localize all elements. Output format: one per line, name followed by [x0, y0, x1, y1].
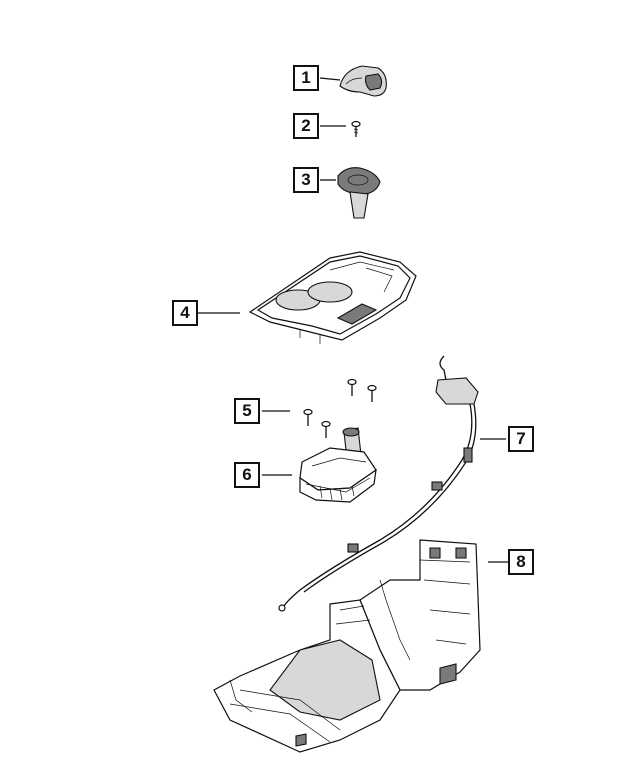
- callout-2[interactable]: 2: [293, 113, 319, 139]
- callout-6[interactable]: 6: [234, 462, 260, 488]
- callout-8[interactable]: 8: [508, 549, 534, 575]
- part-6-shifter-assembly: [262, 427, 377, 503]
- part-8-console-base: [213, 539, 508, 753]
- callout-3[interactable]: 3: [293, 167, 319, 193]
- part-7-shift-cable: [278, 355, 506, 612]
- callout-5[interactable]: 5: [234, 398, 260, 424]
- callout-1[interactable]: 1: [293, 65, 319, 91]
- part-2-screw: [320, 120, 361, 137]
- part-4-console-bezel: [198, 251, 417, 344]
- callout-4[interactable]: 4: [172, 300, 198, 326]
- part-1-shift-knob-cap: [319, 65, 387, 97]
- part-3-shift-knob: [320, 167, 381, 219]
- callout-7[interactable]: 7: [508, 426, 534, 452]
- part-5-bolts: [262, 378, 377, 438]
